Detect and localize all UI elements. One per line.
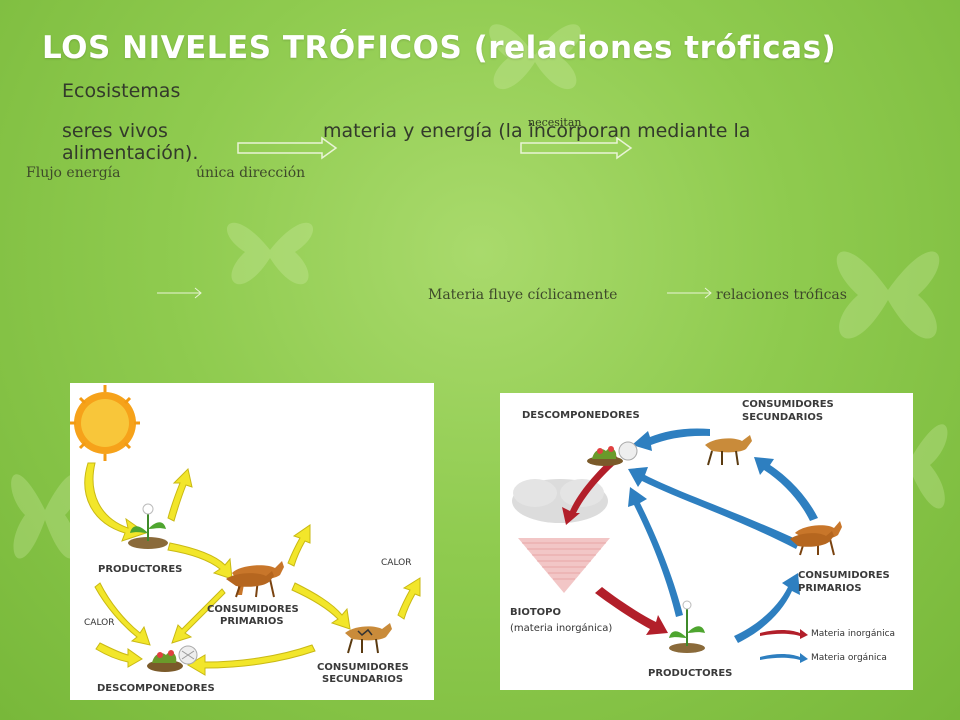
text-materia-fluye: Materia fluye cíclicamente <box>428 287 618 303</box>
label-productores: PRODUCTORES <box>648 668 733 679</box>
biotope-cloud-icon <box>512 479 610 593</box>
slide-title: LOS NIVELES TRÓFICOS (relaciones trófica… <box>42 30 837 66</box>
legend-blue-arrow-icon <box>760 653 808 663</box>
arrow-primary-to-secondary-icon <box>754 457 818 521</box>
mushroom-icon <box>587 441 638 466</box>
arrow-flujo-icon <box>157 287 202 299</box>
arrow-materia-icon <box>667 287 712 299</box>
label-consumidores-primarios-1: CONSUMIDORES <box>798 570 890 581</box>
label-descomponedores: DESCOMPONEDORES <box>97 683 215 694</box>
arrow-secondary-to-decomp-icon <box>187 644 316 676</box>
arrow-seres-to-materia-icon <box>237 136 338 160</box>
label-productores: PRODUCTORES <box>98 564 183 575</box>
arrow-primary-to-secondary-icon <box>291 582 351 630</box>
matter-cycle-diagram: DESCOMPONEDORES CONSUMIDORES SECUNDARIOS… <box>500 393 913 690</box>
plant-icon <box>669 600 705 653</box>
legend-materia-inorganica: Materia inorgánica <box>811 629 896 639</box>
label-materia-inorganica: (materia inorgánica) <box>510 623 613 634</box>
arrow-productores-to-primary-icon <box>734 573 800 643</box>
label-calor-right: CALOR <box>381 558 412 568</box>
arrow-primary-up-icon <box>287 524 311 567</box>
matter-cycle-svg <box>512 428 842 663</box>
label-biotopo: BIOTOPO <box>510 607 561 618</box>
arrow-primary-to-decomp-icon <box>628 467 800 549</box>
arrow-calor-left-icon <box>95 642 143 668</box>
plant-icon <box>128 503 168 549</box>
text-alimentacion: alimentación). <box>62 142 199 164</box>
label-calor-left: CALOR <box>84 618 115 628</box>
jackal-icon <box>345 623 392 654</box>
text-necesitan: necesitan <box>528 116 582 129</box>
arrow-productores-to-decomp-icon <box>628 487 683 617</box>
legend-red-arrow-icon <box>760 629 808 639</box>
label-consumidores-secundarios-2: SECUNDARIOS <box>322 674 404 685</box>
text-materia-energia: materia y energía (la incorporan mediant… <box>323 120 751 142</box>
butterfly-decoration-icon <box>836 251 940 339</box>
label-consumidores-secundarios-2: SECUNDARIOS <box>742 412 824 423</box>
gazelle-icon <box>226 561 284 598</box>
arrow-plant-to-decomp-icon <box>94 582 151 646</box>
label-consumidores-primarios-1: CONSUMIDORES <box>207 604 299 615</box>
text-unica-direccion: única dirección <box>196 165 306 181</box>
arrow-secondary-to-decomp-icon <box>632 428 710 451</box>
label-consumidores-primarios-2: PRIMARIOS <box>798 583 862 594</box>
arrow-necesitan-icon <box>520 136 633 160</box>
text-ecosistemas: Ecosistemas <box>62 80 181 102</box>
legend-materia-organica: Materia orgánica <box>811 653 887 663</box>
text-seres-vivos: seres vivos <box>62 120 168 142</box>
arrow-sun-to-plant-icon <box>84 462 148 542</box>
mushroom-icon <box>147 645 198 672</box>
label-consumidores-primarios-2: PRIMARIOS <box>220 616 284 627</box>
sun-icon <box>70 385 140 461</box>
butterfly-decoration-icon <box>226 222 314 285</box>
label-descomponedores: DESCOMPONEDORES <box>522 410 640 421</box>
arrow-primary-to-decomp-icon <box>171 588 226 644</box>
gazelle-icon <box>790 521 842 556</box>
label-consumidores-secundarios-1: CONSUMIDORES <box>317 662 409 673</box>
arrow-secondary-up-icon <box>397 577 421 620</box>
arrow-plant-up-icon <box>167 468 193 522</box>
energy-flow-svg <box>70 385 421 676</box>
arrow-plant-to-primary-icon <box>167 542 233 580</box>
text-flujo-energia: Flujo energía <box>26 165 121 181</box>
label-consumidores-secundarios-1: CONSUMIDORES <box>742 399 834 410</box>
butterfly-decoration-icon <box>489 24 581 90</box>
text-relaciones-troficas: relaciones tróficas <box>716 287 847 303</box>
arrow-decomp-to-biotope-icon <box>562 455 620 525</box>
butterfly-decoration-icon <box>11 474 79 559</box>
arrow-biotope-to-productores-icon <box>595 587 668 635</box>
energy-flow-diagram: PRODUCTORES CONSUMIDORES PRIMARIOS CONSU… <box>70 383 434 700</box>
jackal-icon <box>705 435 752 466</box>
